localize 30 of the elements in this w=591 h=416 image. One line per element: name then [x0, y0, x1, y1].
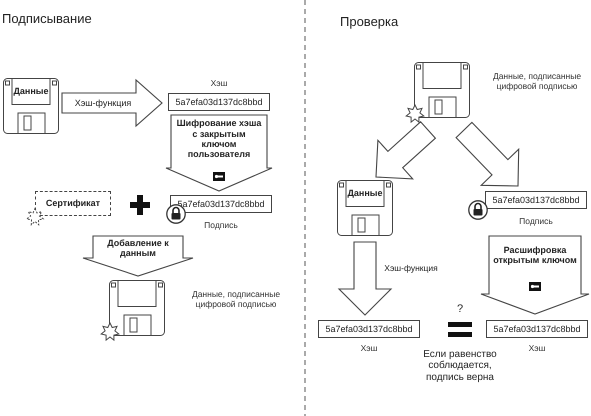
- disk-label: Данные: [12, 84, 50, 98]
- node-label: Подпись: [203, 220, 239, 232]
- section-heading: Проверка: [340, 13, 400, 31]
- hash-value: 5a7efa03d137dc8bbd: [485, 191, 587, 209]
- edge-label: Хэш-функция: [74, 96, 132, 110]
- disk-label: Данные: [346, 186, 384, 200]
- node-label: Хэш: [210, 78, 228, 90]
- edge-label: Шифрование хэша с закрытым ключом пользователя: [176, 117, 262, 162]
- note: Если равенство соблюдается, подпись верна: [422, 348, 498, 385]
- block-arrow: [455, 122, 520, 187]
- edge-label: Расшифровка открытым ключом: [492, 244, 578, 267]
- node-label: Данные, подписанные цифровой подписью: [492, 70, 582, 93]
- hash-value: 5a7efa03d137dc8bbd: [168, 93, 270, 111]
- certificate-label: Сертификат: [44, 197, 102, 210]
- block-arrow: [375, 121, 436, 180]
- block-arrow: [480, 235, 590, 315]
- section-heading: Подписывание: [2, 10, 93, 28]
- node-label: Хэш: [360, 343, 378, 355]
- edge-label: Добавление к данным: [106, 237, 170, 259]
- block-arrow: [61, 78, 163, 128]
- edge-label: Хэш-функция: [383, 262, 439, 276]
- block-arrow: [165, 114, 273, 192]
- hash-value: 5a7efa03d137dc8bbd: [486, 320, 588, 338]
- node-label: Хэш: [528, 343, 546, 355]
- node-label: Данные, подписанные цифровой подписью: [190, 288, 282, 311]
- question-mark: ?: [456, 302, 464, 317]
- node-label: Подпись: [518, 216, 554, 228]
- block-arrow: [82, 235, 194, 277]
- block-arrow: [338, 241, 392, 316]
- hash-value: 5a7efa03d137dc8bbd: [318, 320, 420, 338]
